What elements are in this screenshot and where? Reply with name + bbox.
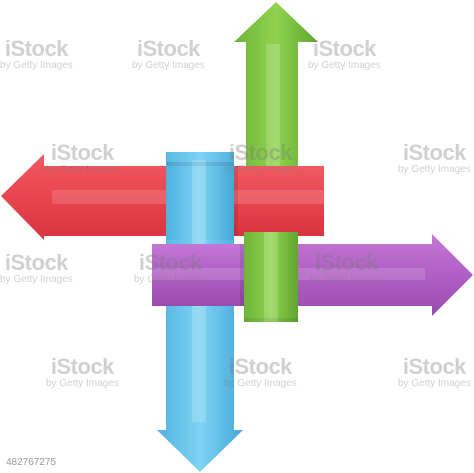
weave-overlaps <box>152 162 324 322</box>
asset-id-label: 482767275 <box>6 457 57 468</box>
